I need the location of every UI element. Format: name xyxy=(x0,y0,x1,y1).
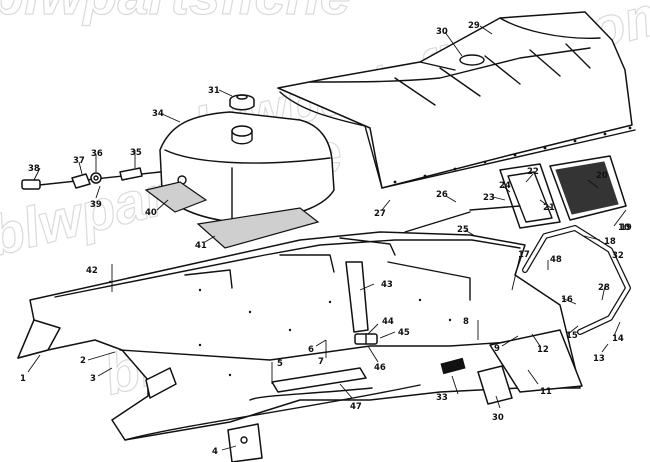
callout-34: 34 xyxy=(152,109,164,119)
side-bracket xyxy=(477,365,513,405)
callout-31: 31 xyxy=(208,86,220,96)
callout-3: 3 xyxy=(90,374,96,384)
callout-30-side-bracket: 30 xyxy=(492,413,504,423)
callout-10: 10 xyxy=(618,223,630,233)
fuel-tank xyxy=(144,111,335,249)
callout-48: 48 xyxy=(550,255,562,265)
callout-27: 27 xyxy=(374,209,386,219)
callout-20: 20 xyxy=(596,171,608,181)
callout-19: 19 xyxy=(620,223,632,233)
callout-29: 29 xyxy=(468,21,480,31)
callout-32: 32 xyxy=(612,251,624,261)
callout-33: 33 xyxy=(436,393,448,403)
callout-18: 18 xyxy=(604,237,616,247)
callout-5: 5 xyxy=(277,359,283,369)
running-board-strip xyxy=(271,367,367,393)
callout-38: 38 xyxy=(28,164,40,174)
callout-44: 44 xyxy=(382,317,394,327)
rear-bumper xyxy=(522,225,631,335)
callout-25: 25 xyxy=(457,225,469,235)
callout-7: 7 xyxy=(318,357,324,367)
hinge-hardware xyxy=(354,333,378,345)
callout-42: 42 xyxy=(86,266,98,276)
callout-11: 11 xyxy=(540,387,552,397)
callout-28: 28 xyxy=(598,283,610,293)
callout-1: 1 xyxy=(20,374,26,384)
tail-light-assembly xyxy=(404,155,627,233)
reflector-small xyxy=(440,357,466,375)
callout-9: 9 xyxy=(494,344,500,354)
callout-37: 37 xyxy=(73,156,85,166)
callout-14: 14 xyxy=(612,334,624,344)
front-bracket xyxy=(227,423,263,462)
callout-30-seat-pad: 30 xyxy=(436,27,448,37)
callout-17: 17 xyxy=(518,250,530,260)
callout-45: 45 xyxy=(398,328,410,338)
callout-2: 2 xyxy=(80,356,86,366)
watermark-text-top: blwpartsfiche xyxy=(0,0,351,26)
tunnel-body xyxy=(17,231,581,441)
callout-22: 22 xyxy=(527,167,539,177)
callout-23: 23 xyxy=(483,193,495,203)
callout-40: 40 xyxy=(145,208,157,218)
callout-8: 8 xyxy=(463,317,469,327)
callout-35: 35 xyxy=(130,148,142,158)
callout-47: 47 xyxy=(350,402,362,412)
fuel-cap xyxy=(229,94,255,111)
seat-rivets xyxy=(393,126,632,184)
callout-46: 46 xyxy=(374,363,386,373)
snow-flap xyxy=(489,329,583,393)
seat xyxy=(277,11,636,189)
callout-26: 26 xyxy=(436,190,448,200)
callout-41: 41 xyxy=(195,241,207,251)
callouts: 1 2 3 4 5 6 7 8 9 10 11 12 13 14 15 16 1… xyxy=(20,21,632,457)
seat-strap xyxy=(345,261,369,333)
callout-24: 24 xyxy=(499,181,511,191)
callout-39: 39 xyxy=(90,200,102,210)
fuel-line-fittings xyxy=(21,167,161,190)
callout-13: 13 xyxy=(593,354,605,364)
callout-16: 16 xyxy=(561,295,573,305)
callout-4: 4 xyxy=(212,447,218,457)
callout-15: 15 xyxy=(566,331,578,341)
callout-43: 43 xyxy=(381,280,393,290)
callout-12: 12 xyxy=(537,345,549,355)
callout-36: 36 xyxy=(91,149,103,159)
callout-21: 21 xyxy=(543,203,555,213)
callout-6: 6 xyxy=(308,345,314,355)
